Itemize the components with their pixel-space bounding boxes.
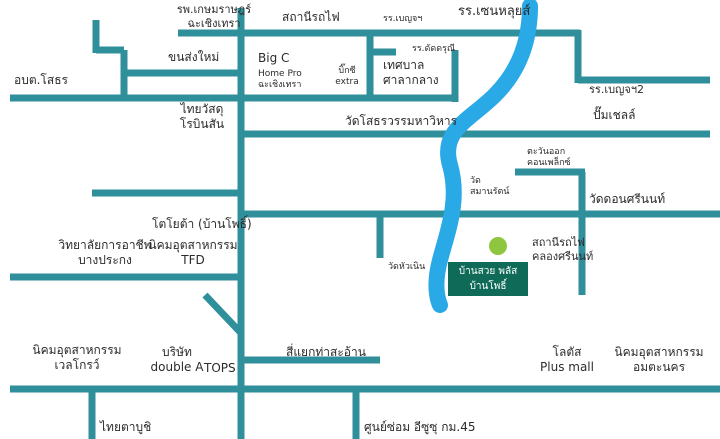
label-repair-center: ศูนย์ซ่อม อีซูซุ กม.45: [364, 420, 476, 434]
label-tops: TOPS: [204, 361, 236, 375]
label-pump-shell: ปั๊มเชลล์: [593, 108, 636, 122]
label-thai-tabuchi: ไทยตาบูชิ: [100, 420, 152, 434]
label-big-c: Big C: [258, 51, 290, 65]
label-lotus: โลตัส Plus mall: [540, 345, 594, 374]
destination-label: บ้านสวย พลัส บ้านโพธิ์: [448, 262, 528, 296]
label-college: วิทยาลัยการอาชีพ บางประกง: [58, 238, 152, 267]
label-wat-don-srinon: วัดดอนศรีนนท์: [589, 192, 666, 206]
label-station-khlong: สถานีรถไฟ คลองศรีนนท์: [532, 236, 594, 263]
label-welgrow: นิคมอุตสาหกรรม เวลโกรว์: [32, 343, 122, 372]
label-sii-yaek: สี่แยกท่าสะอ้าน: [286, 345, 366, 359]
label-toyota: โตโยต้า (บ้านโพธิ์): [152, 217, 252, 231]
label-wat-samanchan: วัด สมานรัตน์: [470, 176, 510, 198]
label-double-a: บริษัท double A: [150, 345, 204, 374]
label-municipal: เทศบาล ศาลากลาง: [383, 58, 439, 87]
label-wat-sothon: วัดโสธรวรรมหาวิหาร: [345, 114, 458, 128]
label-amata: นิคมอุตสาหกรรม อมตะนคร: [614, 345, 704, 374]
label-station: สถานีรถไฟ: [282, 10, 340, 24]
label-khon-song-mai: ขนส่งใหม่: [168, 50, 220, 64]
destination-marker: [489, 237, 507, 255]
label-home-pro: Home Pro ฉะเชิงเทรา: [258, 69, 302, 91]
label-school-datsadi: รร.ดัดดรุณี: [412, 44, 456, 54]
label-tawan-ok: ตะวันออก คอนเพล็กซ์: [527, 147, 571, 169]
label-thaiwasadu: ไทยวัสดุ โรบินสัน: [179, 102, 225, 131]
label-hospital: รพ.เกษมราษฎร์ ฉะเชิงเทรา: [176, 3, 252, 30]
label-school-benja2: รร.เบญจฯ2: [589, 83, 645, 96]
road-double-a: [202, 292, 244, 336]
label-tesco: บิ๊กซี extra: [335, 66, 359, 88]
label-obt: อบต.โสธร: [14, 73, 68, 87]
river: [428, 0, 538, 313]
label-school-chen: รร.เซนหลุยส์: [458, 4, 531, 19]
label-school-benjama: รร.เบญจฯ: [383, 14, 423, 24]
label-wat-hua-noen: วัดหัวเนิน: [388, 262, 426, 272]
label-tfd: นิคมอุตสาหกรรม TFD: [148, 238, 238, 267]
